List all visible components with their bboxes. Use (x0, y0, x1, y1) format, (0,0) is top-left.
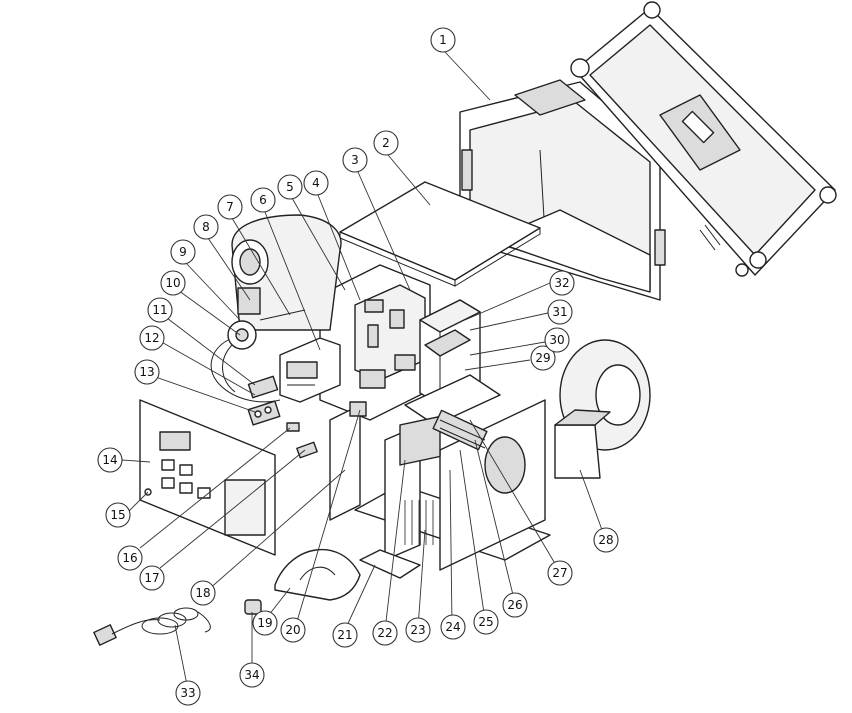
callout-5: 5 (277, 174, 303, 200)
callout-18: 18 (190, 580, 216, 606)
callout-15: 15 (105, 502, 131, 528)
svg-text:19: 19 (257, 616, 272, 630)
callout-34: 34 (239, 662, 265, 688)
front-panel (139, 399, 276, 556)
callout-33: 33 (175, 680, 201, 706)
cable-connector (244, 599, 262, 615)
small-connectors (286, 422, 318, 459)
svg-text:18: 18 (195, 586, 210, 600)
svg-text:15: 15 (110, 508, 125, 522)
svg-text:4: 4 (312, 176, 320, 190)
svg-text:28: 28 (598, 533, 613, 547)
callout-9: 9 (170, 239, 196, 265)
callout-21: 21 (332, 622, 358, 648)
svg-text:24: 24 (445, 620, 460, 634)
svg-text:16: 16 (122, 551, 137, 565)
svg-text:14: 14 (102, 453, 117, 467)
callout-1: 1 (430, 27, 456, 53)
vent-grille (399, 415, 441, 545)
svg-text:5: 5 (286, 180, 294, 194)
curved-bracket (274, 548, 361, 601)
svg-text:21: 21 (337, 628, 352, 642)
callout-31: 31 (547, 299, 573, 325)
callout-6: 6 (250, 187, 276, 213)
callout-29: 29 (530, 345, 556, 371)
callout-32: 32 (549, 270, 575, 296)
callout-12: 12 (139, 325, 165, 351)
svg-text:23: 23 (410, 623, 425, 637)
callout-23: 23 (405, 617, 431, 643)
callout-3: 3 (342, 147, 368, 173)
callout-22: 22 (372, 620, 398, 646)
callout-16: 16 (117, 545, 143, 571)
callout-25: 25 (473, 609, 499, 635)
callout-2: 2 (373, 130, 399, 156)
callout-8: 8 (193, 214, 219, 240)
svg-text:33: 33 (180, 686, 195, 700)
rear-panel-assembly (319, 264, 431, 421)
cabinet-housing (459, 1, 837, 301)
callout-4: 4 (303, 170, 329, 196)
svg-text:29: 29 (535, 351, 550, 365)
svg-text:10: 10 (165, 276, 180, 290)
svg-text:2: 2 (382, 136, 390, 150)
svg-text:3: 3 (351, 153, 359, 167)
svg-text:11: 11 (152, 303, 167, 317)
svg-text:26: 26 (507, 598, 522, 612)
svg-text:30: 30 (549, 333, 564, 347)
blower-fan (554, 339, 651, 479)
svg-text:25: 25 (478, 615, 493, 629)
bracket-cage (404, 299, 501, 426)
callout-24: 24 (440, 614, 466, 640)
callout-17: 17 (139, 565, 165, 591)
svg-text:9: 9 (179, 245, 187, 259)
svg-text:12: 12 (144, 331, 159, 345)
svg-text:8: 8 (202, 220, 210, 234)
callout-27: 27 (547, 560, 573, 586)
heater-element (432, 409, 488, 451)
svg-text:27: 27 (552, 566, 567, 580)
callout-19: 19 (252, 610, 278, 636)
svg-text:6: 6 (259, 193, 267, 207)
fan-hub (210, 320, 281, 403)
callout-30: 30 (544, 327, 570, 353)
base-chassis (354, 399, 551, 579)
callout-26: 26 (502, 592, 528, 618)
callout-14: 14 (97, 447, 123, 473)
callout-28: 28 (593, 527, 619, 553)
callout-20: 20 (280, 617, 306, 643)
svg-text:22: 22 (377, 626, 392, 640)
switch-blocks (247, 375, 281, 426)
svg-text:31: 31 (552, 305, 567, 319)
transformer-coil (231, 214, 342, 331)
svg-text:32: 32 (554, 276, 569, 290)
callout-11: 11 (147, 297, 173, 323)
side-bracket (329, 401, 367, 521)
callout-10: 10 (160, 270, 186, 296)
svg-text:1: 1 (439, 33, 447, 47)
svg-text:34: 34 (244, 668, 259, 682)
callout-13: 13 (134, 359, 160, 385)
svg-text:13: 13 (139, 365, 154, 379)
svg-text:7: 7 (226, 200, 234, 214)
svg-text:17: 17 (144, 571, 159, 585)
callout-7: 7 (217, 194, 243, 220)
power-cord (93, 607, 211, 646)
display-module (279, 337, 341, 403)
svg-text:20: 20 (285, 623, 300, 637)
